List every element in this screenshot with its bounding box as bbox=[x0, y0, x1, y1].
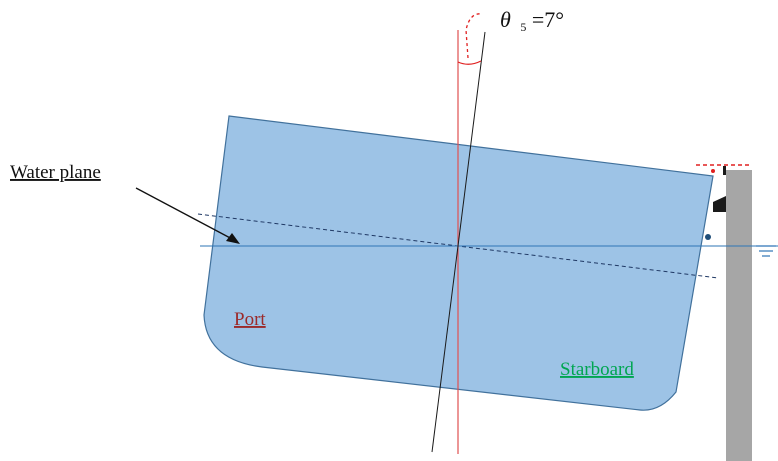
port-label: Port bbox=[234, 309, 266, 330]
angle-symbol: θ bbox=[500, 7, 511, 32]
angle-value: =7° bbox=[532, 7, 564, 32]
water-level-icon bbox=[756, 245, 776, 257]
water-plane-arrow-head bbox=[226, 233, 240, 244]
ship-centerline bbox=[431, 31, 486, 453]
angle-label: θ 5 =7° bbox=[500, 7, 564, 36]
pier-wall bbox=[726, 170, 752, 461]
water-plane-arrow bbox=[135, 187, 235, 241]
angle-arc bbox=[457, 60, 482, 65]
mooring-point bbox=[705, 234, 711, 240]
angle-subscript: 5 bbox=[520, 20, 526, 34]
hull-corner-marker bbox=[711, 169, 715, 173]
fender bbox=[713, 196, 726, 212]
pier-edge-marker bbox=[723, 166, 726, 175]
water-plane-label: Water plane bbox=[10, 162, 101, 183]
starboard-label: Starboard bbox=[560, 359, 634, 380]
angle-leader bbox=[465, 13, 483, 59]
